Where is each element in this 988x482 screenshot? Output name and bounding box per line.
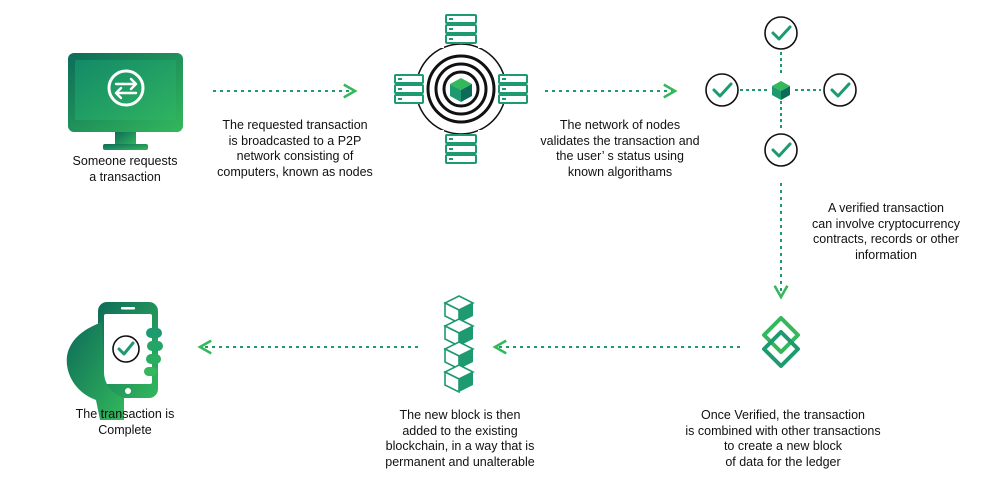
computer-exchange-icon: [68, 53, 183, 150]
check-circle-bottom: [764, 133, 798, 167]
check-circle-right: [823, 73, 857, 107]
caption-request: Someone requests a transaction: [72, 154, 178, 184]
caption-validate: The network of nodes validates the trans…: [540, 118, 700, 179]
caption-broadcast: The requested transaction is broadcasted…: [217, 118, 373, 179]
server-nodes-icon: [394, 14, 528, 164]
chain-blocks-icon: [443, 295, 475, 394]
caption-combine: Once Verified, the transaction is combin…: [685, 408, 881, 469]
caption-blockchain: The new block is then added to the exist…: [385, 408, 535, 469]
verified-checks-icon: [705, 16, 857, 167]
caption-verified: A verified transaction can involve crypt…: [812, 201, 960, 262]
check-circle-top: [764, 16, 798, 50]
caption-complete: The transaction is Complete: [75, 407, 175, 437]
stacked-diamonds-icon: [762, 316, 800, 368]
check-circle-left: [705, 73, 739, 107]
phone-check-icon: [66, 302, 163, 420]
